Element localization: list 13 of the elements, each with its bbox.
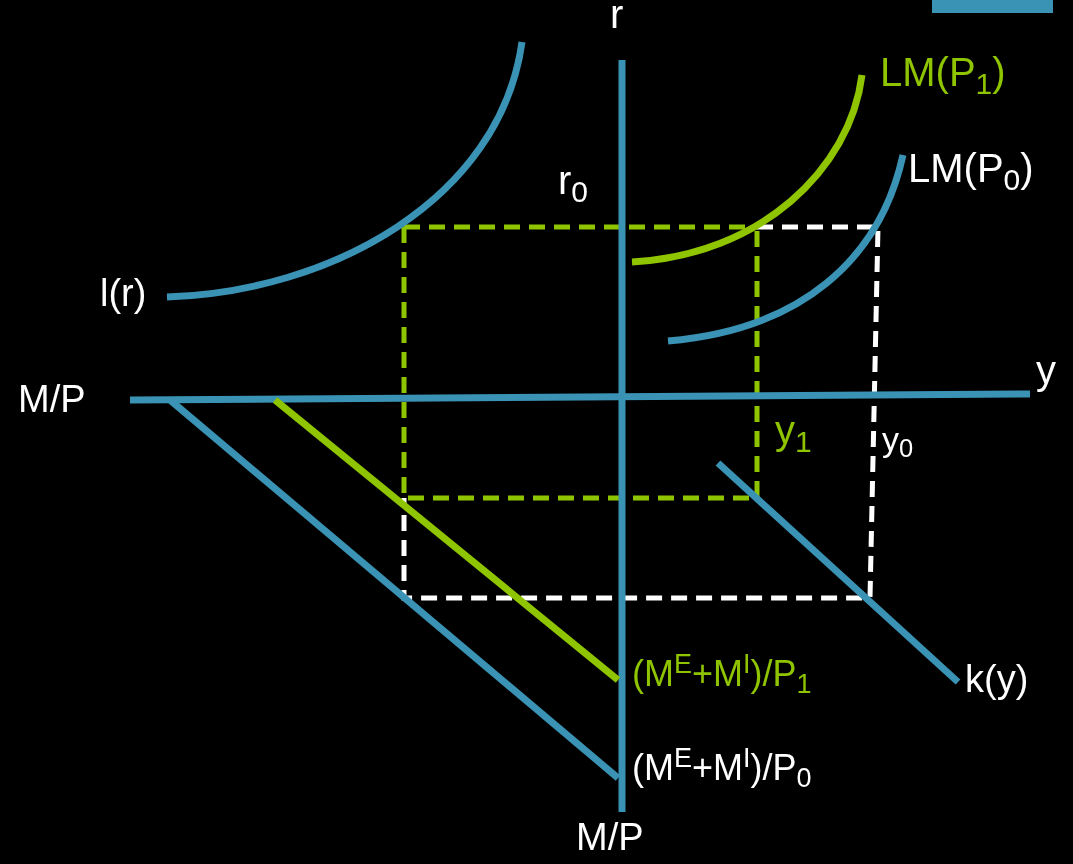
curve-label: LM(P$_{0}$) <box>908 148 1034 188</box>
curve-label: k(y) <box>965 660 1029 698</box>
axis-label: y <box>1036 350 1056 390</box>
curve-label: (M$^{E}$+M$^{I}$)/P$_{0}$ <box>632 750 812 786</box>
axis-label: M/P <box>576 818 644 856</box>
value-label: y$_{0}$ <box>882 422 914 456</box>
axis-label: r <box>610 0 624 34</box>
value-label: r$_{0}$ <box>558 160 588 200</box>
value-label: y$_{1}$ <box>775 410 812 450</box>
curve-label: l(r) <box>100 274 147 312</box>
curve-label: LM(P$_{1}$) <box>880 52 1006 92</box>
axis-label: M/P <box>18 380 86 418</box>
curve-label: (M$^{E}$+M$^{I}$)/P$_{1}$ <box>632 656 812 692</box>
